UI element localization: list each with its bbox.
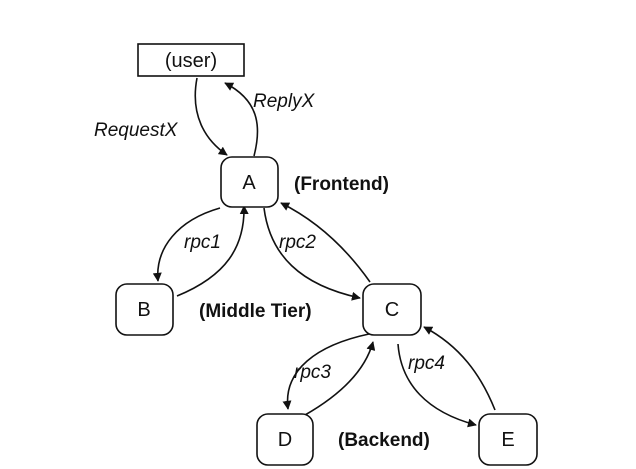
node-d: D <box>256 413 314 466</box>
rpc3-reply-arrow <box>304 341 376 416</box>
request-arrow <box>194 77 228 156</box>
backend-label: (Backend) <box>338 430 430 451</box>
rpc1-request-arrow <box>152 207 221 282</box>
middle-tier-label: (Middle Tier) <box>199 301 312 322</box>
node-c: C <box>362 283 422 336</box>
rpc3-request-arrow <box>282 333 370 410</box>
frontend-label: (Frontend) <box>294 174 389 195</box>
node-e: E <box>478 413 538 466</box>
node-c-label: C <box>385 299 399 321</box>
node-a-label: A <box>242 172 256 194</box>
node-e-box <box>478 413 538 466</box>
rpc1-reply-arrow <box>176 205 249 297</box>
node-d-box <box>256 413 314 466</box>
reply-label: ReplyX <box>253 91 316 112</box>
rpc2-request-arrow <box>263 207 361 301</box>
rpc3-label: rpc3 <box>294 362 331 383</box>
node-b-box <box>115 283 174 336</box>
node-e-label: E <box>501 429 514 451</box>
reply-arrow <box>224 82 259 157</box>
rpc4-label: rpc4 <box>408 353 445 374</box>
node-b: B <box>115 283 174 336</box>
user-box <box>137 43 245 77</box>
rpc2-label: rpc2 <box>279 232 316 253</box>
node-b-label: B <box>137 299 150 321</box>
rpc4-request-arrow <box>397 343 477 428</box>
user-label: (user) <box>165 50 217 72</box>
user-node: (user) <box>137 43 245 77</box>
rpc1-label: rpc1 <box>184 232 221 253</box>
request-label: RequestX <box>94 120 179 141</box>
node-a: A <box>220 156 279 208</box>
node-d-label: D <box>278 429 292 451</box>
node-a-box <box>220 156 279 208</box>
node-c-box <box>362 283 422 336</box>
rpc2-reply-arrow <box>280 202 371 283</box>
rpc4-reply-arrow <box>423 326 496 411</box>
